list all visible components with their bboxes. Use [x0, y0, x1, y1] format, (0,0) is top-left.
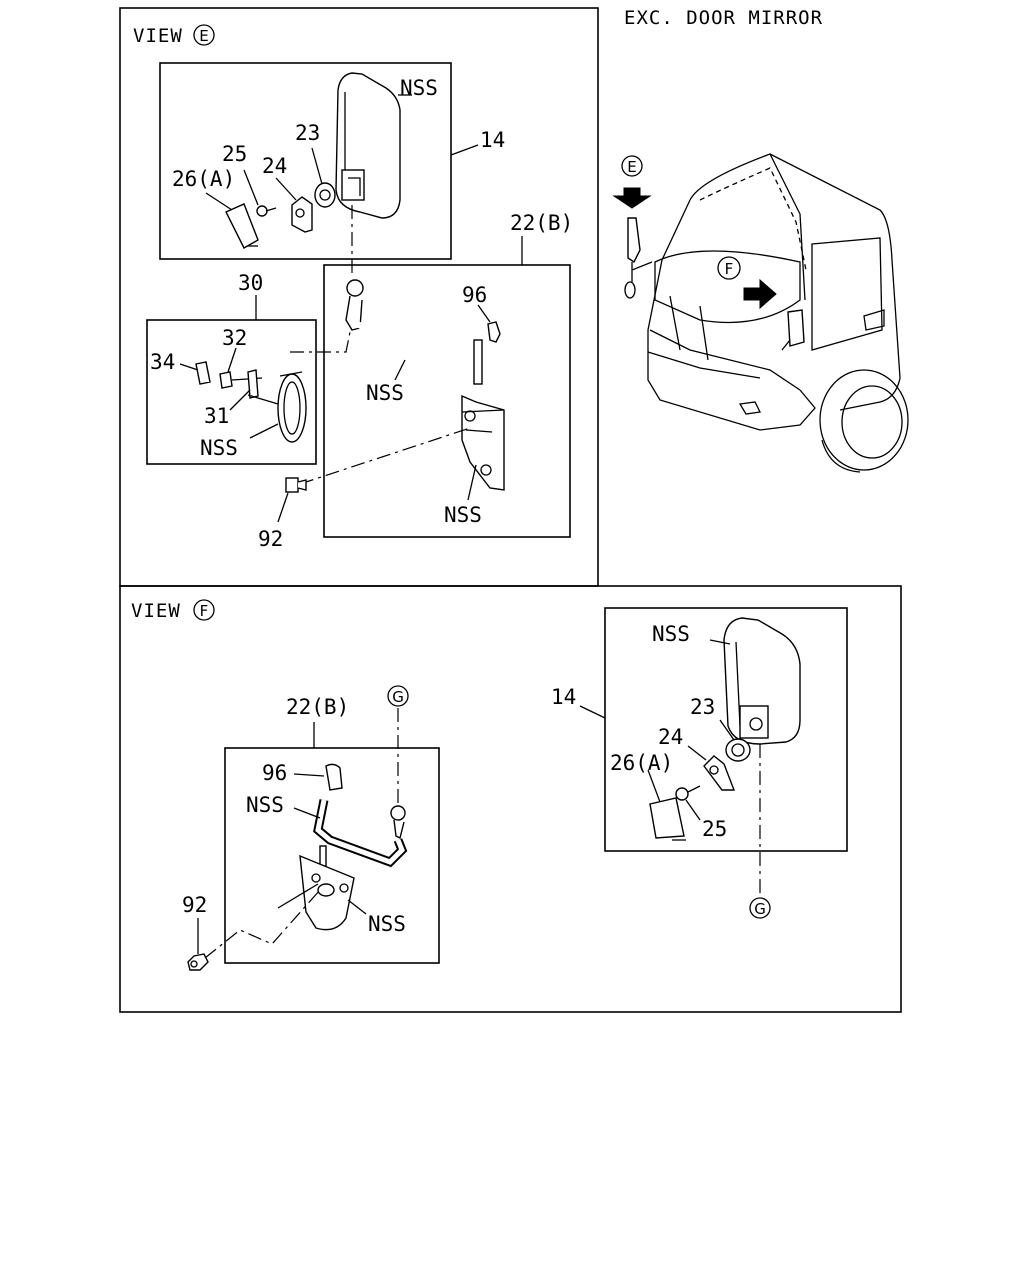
view-e-clamp-axis — [290, 331, 351, 353]
view-f-arrow — [743, 278, 777, 310]
view-e-arm-box — [323, 264, 571, 538]
view-e-label-31: 31 — [204, 404, 229, 428]
view-f-mirror-head — [723, 617, 801, 745]
view-e-bolt-axis — [299, 427, 471, 485]
view-f-label-25: 25 — [702, 817, 727, 841]
view-e-mirror-box — [159, 62, 452, 260]
truck-marker-e-circle — [621, 155, 643, 177]
view-e-label-24: 24 — [262, 154, 287, 178]
view-e-label-96: 96 — [462, 283, 487, 307]
view-e-mirror-parts — [225, 182, 336, 249]
view-e-label-30: 30 — [238, 271, 263, 295]
view-f-g-top: G — [392, 688, 404, 706]
view-e-mirror-head — [335, 72, 401, 219]
truck-marker-e: E — [627, 158, 636, 176]
view-e-label-34: 34 — [150, 350, 175, 374]
view-e-bolt-92 — [285, 477, 307, 493]
view-f-label-22b: 22(B) — [286, 695, 349, 719]
view-e-marker: E — [199, 27, 208, 45]
view-f-label-92: 92 — [182, 893, 207, 917]
view-f-label-24: 24 — [658, 725, 683, 749]
view-f-nss-bracket: NSS — [368, 912, 406, 936]
view-e-mirror-arm — [345, 279, 501, 385]
view-f-bolt-axis — [204, 889, 321, 959]
view-f-label-96: 96 — [262, 761, 287, 785]
view-f-g-bottom-circle — [749, 897, 771, 919]
view-e-bracket — [461, 394, 505, 491]
view-e-nss-arm: NSS — [366, 381, 404, 405]
view-f-g-bottom: G — [754, 900, 766, 918]
view-f-label: VIEW — [131, 600, 181, 622]
view-e-label-32: 32 — [222, 326, 247, 350]
view-f-bracket — [277, 854, 355, 931]
view-f-g-top-circle — [387, 685, 409, 707]
truck-marker-f: F — [725, 260, 734, 278]
truck-marker-f-circle — [717, 256, 741, 280]
exc-door-mirror-title: EXC. DOOR MIRROR — [624, 7, 823, 29]
view-e-label-26a: 26(A) — [172, 167, 235, 191]
view-f-marker: F — [200, 602, 209, 620]
view-f-mirror-parts — [649, 738, 751, 841]
view-f-arm-box — [224, 747, 440, 964]
view-f-label-14: 14 — [551, 685, 576, 709]
view-e-clamp-box — [146, 319, 317, 465]
view-e-label: VIEW — [133, 25, 183, 47]
view-f-label-26a: 26(A) — [610, 751, 673, 775]
view-f-mirror-arm — [313, 763, 408, 868]
view-e-label-22b: 22(B) — [510, 211, 573, 235]
view-f-bolt-92 — [187, 953, 209, 971]
view-e-circle — [193, 24, 215, 46]
view-f-label-23: 23 — [690, 695, 715, 719]
view-f-mirror-box — [604, 607, 848, 852]
view-e-nss-bracket: NSS — [444, 503, 482, 527]
truck-cab-illustration — [624, 153, 909, 473]
view-f-circle — [193, 599, 215, 621]
view-e-nss-mirror: NSS — [400, 76, 438, 100]
view-e-nss-clamp: NSS — [200, 436, 238, 460]
view-e-arrow — [612, 187, 652, 209]
view-f-nss-mirror: NSS — [652, 622, 690, 646]
view-f-nss-arm: NSS — [246, 793, 284, 817]
view-e-clamp-parts — [195, 361, 307, 443]
view-f-frame — [119, 585, 902, 1013]
view-e-label-14: 14 — [480, 128, 505, 152]
view-e-label-92: 92 — [258, 527, 283, 551]
view-e-label-25: 25 — [222, 142, 247, 166]
view-e-label-23: 23 — [295, 121, 320, 145]
